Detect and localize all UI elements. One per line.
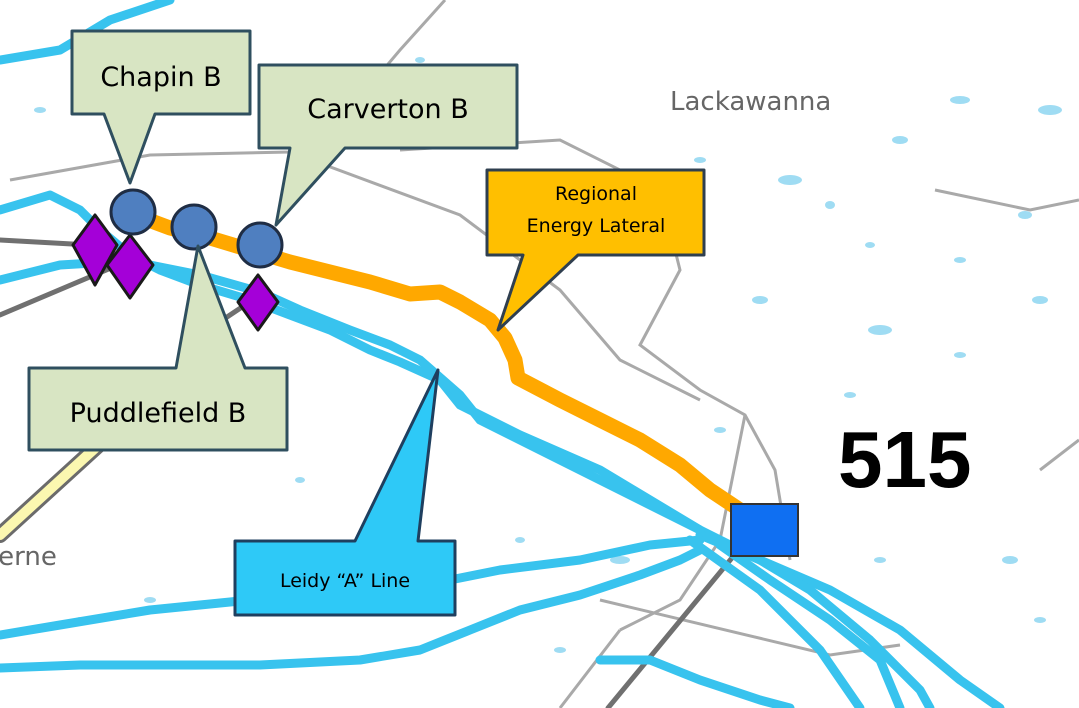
lake xyxy=(295,477,305,483)
callout-leidy-shape xyxy=(233,368,457,617)
callout-leidy-a-line: Leidy “A” Line xyxy=(233,368,457,617)
lake xyxy=(778,175,802,185)
water-bodies xyxy=(34,57,1062,653)
lake xyxy=(954,257,966,263)
lake xyxy=(868,325,892,335)
lake xyxy=(825,201,835,209)
callout-lateral-label-line1: Regional xyxy=(555,183,637,205)
callout-carverton-label: Carverton B xyxy=(307,94,469,125)
callout-carverton-b: Carverton B xyxy=(257,63,519,227)
lake xyxy=(865,242,875,248)
lake xyxy=(950,96,970,104)
leidy-line xyxy=(0,545,705,673)
lake xyxy=(694,157,706,163)
border-line xyxy=(619,414,747,632)
lake xyxy=(1002,556,1018,564)
station-nodes xyxy=(109,188,284,269)
lake xyxy=(752,296,768,304)
border-line xyxy=(558,629,622,708)
meter-site-diamond xyxy=(236,273,280,332)
callout-puddlefield-b: Puddlefield B xyxy=(27,244,289,452)
route-shield-515: 515 xyxy=(838,415,971,504)
grey-line xyxy=(605,527,758,708)
lake xyxy=(515,537,525,543)
border-line xyxy=(399,138,792,561)
callout-regional-energy-lateral: Regional Energy Lateral xyxy=(485,168,706,332)
callout-puddlefield-label: Puddlefield B xyxy=(70,398,247,429)
callout-leidy-label: Leidy “A” Line xyxy=(280,570,410,592)
callout-carverton-shape xyxy=(257,63,519,227)
callout-chapin-label: Chapin B xyxy=(100,62,221,93)
lake xyxy=(1032,296,1048,304)
leidy-line xyxy=(715,540,905,708)
callout-chapin-b: Chapin B xyxy=(70,29,252,185)
lake xyxy=(1018,211,1032,219)
lake xyxy=(34,107,46,113)
compressor-station xyxy=(730,503,799,557)
county-label-luzerne: Luzerne xyxy=(0,542,57,572)
station-node-puddlefield xyxy=(170,203,218,251)
lake xyxy=(874,557,886,563)
border-line xyxy=(934,188,1079,212)
leidy-line xyxy=(595,655,795,708)
border-line xyxy=(289,150,701,402)
lake xyxy=(954,352,966,358)
lake xyxy=(415,57,425,63)
lake xyxy=(844,392,856,398)
callout-lateral-shape xyxy=(485,168,706,332)
callout-chapin-shape xyxy=(70,29,252,185)
meter-site-diamond xyxy=(105,233,155,300)
lake xyxy=(144,597,156,603)
meter-site-diamond xyxy=(71,213,119,287)
callout-puddlefield-shape xyxy=(27,244,289,452)
lake xyxy=(714,427,726,433)
border-line xyxy=(1039,438,1079,472)
lake xyxy=(1034,617,1046,623)
lake xyxy=(610,556,630,564)
lake xyxy=(1038,105,1062,115)
callout-lateral-label-line2: Energy Lateral xyxy=(527,215,666,237)
leidy-line xyxy=(685,535,865,708)
lake xyxy=(554,647,566,653)
lake xyxy=(892,136,908,144)
meter-sites xyxy=(71,213,280,332)
station-node-chapin xyxy=(109,188,157,236)
county-label-lackawanna: Lackawanna xyxy=(670,87,831,117)
station-node-carverton xyxy=(236,221,284,269)
